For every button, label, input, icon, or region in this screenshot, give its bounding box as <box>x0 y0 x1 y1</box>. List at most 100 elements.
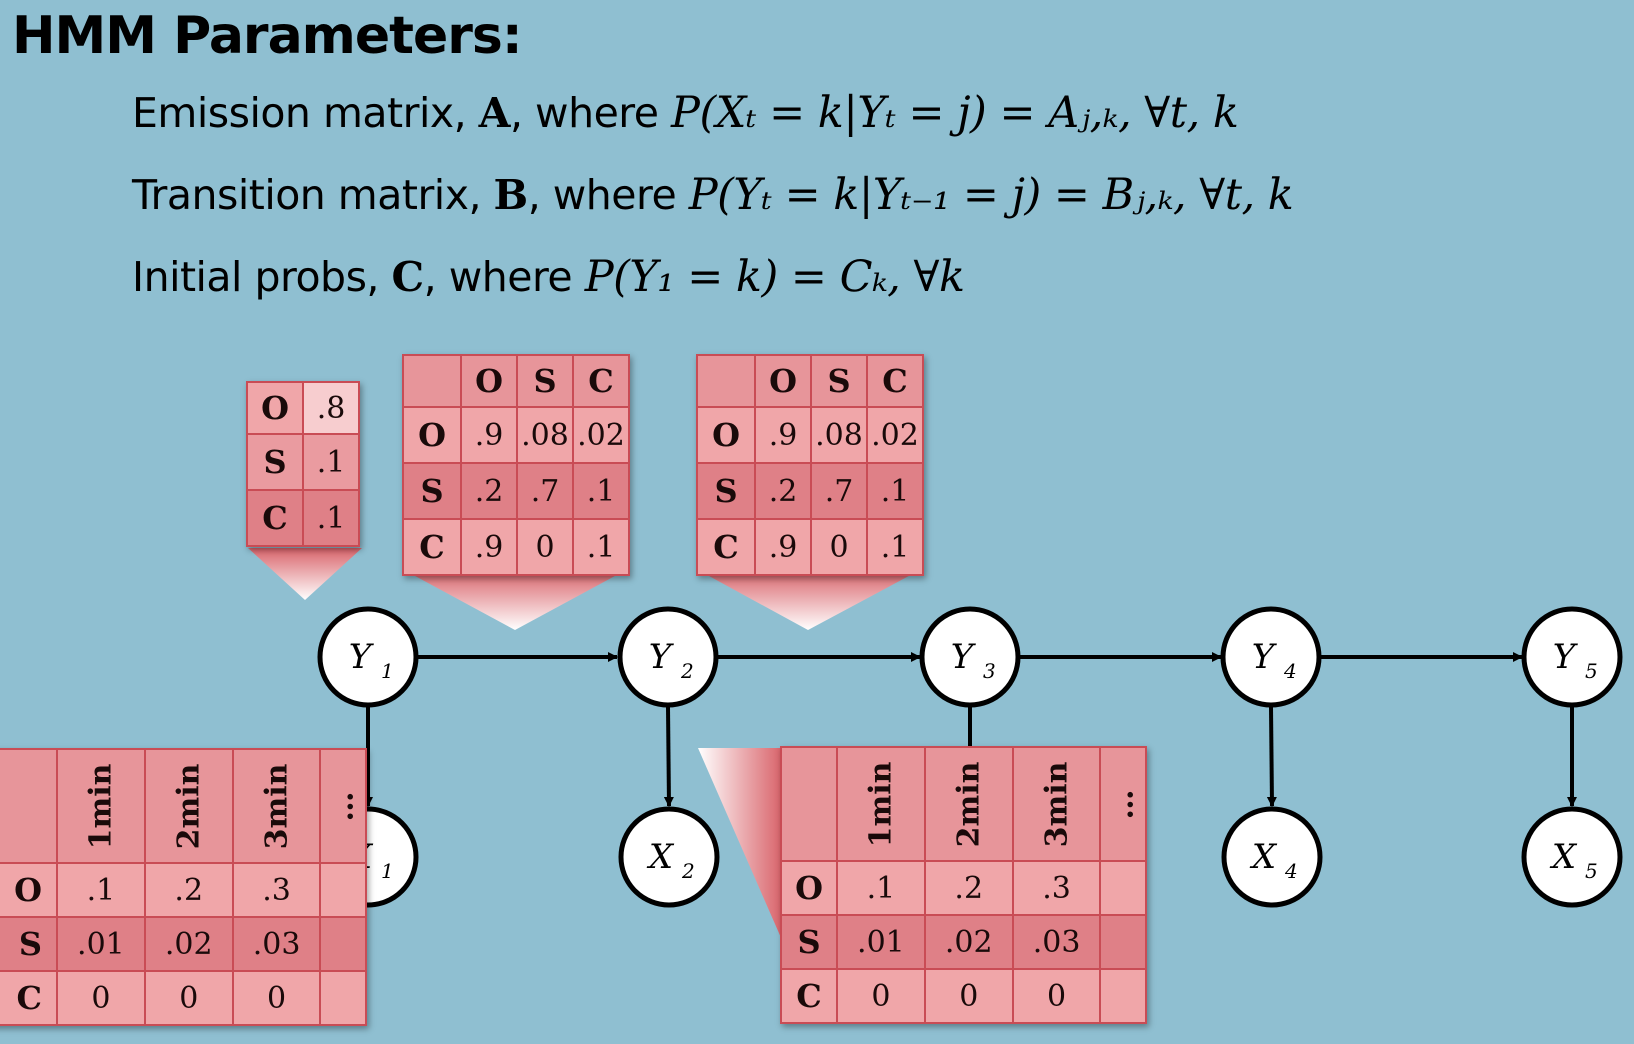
emission-cell: 0 <box>1011 968 1102 1024</box>
emission-corner-cell <box>780 746 838 862</box>
edge-y4-x4 <box>1266 706 1277 807</box>
transition-cell: .1 <box>572 518 630 576</box>
emission-col-header: 2min <box>143 748 234 864</box>
initial-cell: .1 <box>302 489 360 547</box>
node-x4-sub: 4 <box>1284 859 1298 883</box>
node-y4-sub: 4 <box>1283 659 1297 683</box>
emission-row-label: C <box>0 970 58 1026</box>
transition-cell: .1 <box>866 518 924 576</box>
transition-table-1: O S C O .9 .08 .02 S .2 .7 .1 C .9 0 .1 <box>402 354 630 576</box>
transition-cell: .1 <box>866 462 924 520</box>
transition-col-header: O <box>460 354 518 408</box>
emission-cell: .1 <box>836 860 926 916</box>
emission-symbol: A <box>478 89 511 137</box>
transition-row-label: C <box>402 518 462 576</box>
initial-mid: , where <box>423 253 585 301</box>
node-y1-label: Y <box>349 637 375 677</box>
emission-col-header: 3min <box>1011 746 1102 862</box>
emission-cell: .03 <box>1011 914 1102 970</box>
emission-cell: .2 <box>143 862 234 918</box>
transition-cell: .02 <box>866 406 924 464</box>
emission-cell: .2 <box>923 860 1014 916</box>
transition-cell: 0 <box>516 518 574 576</box>
node-y5: Y 5 <box>1521 606 1623 708</box>
emission-row-label: O <box>0 862 58 918</box>
transition-col-header: O <box>754 354 812 408</box>
emission-formula: P(Xₜ = k|Yₜ = j) = Aⱼ,ₖ, ∀t, k <box>671 88 1239 138</box>
transition-cell: .08 <box>810 406 868 464</box>
emission-mid: , where <box>509 89 672 137</box>
emission-cell: .02 <box>923 914 1014 970</box>
emission-prefix: Emission matrix, <box>132 89 479 137</box>
node-y3: Y 3 <box>919 606 1021 708</box>
node-y4: Y 4 <box>1220 606 1322 708</box>
transition-cell: .02 <box>572 406 630 464</box>
initial-row-label: C <box>246 489 304 547</box>
node-x2: X 2 <box>618 806 720 908</box>
emission-cell: 0 <box>923 968 1014 1024</box>
emission-cell: .03 <box>231 916 322 972</box>
initial-cell: .8 <box>302 381 360 435</box>
node-y1: Y 1 <box>317 606 419 708</box>
initial-row-label: O <box>246 381 304 435</box>
node-x4-label: X <box>1249 837 1278 877</box>
emission-cell: 0 <box>231 970 322 1026</box>
emission-col-header: … <box>1099 746 1148 862</box>
transition-cell: .9 <box>754 518 812 576</box>
transition-row-label: S <box>402 462 462 520</box>
transition-callout-1 <box>404 570 626 630</box>
emission-col-header: 1min <box>56 748 146 864</box>
transition-cell: .9 <box>754 406 812 464</box>
emission-cell <box>319 862 368 918</box>
emission-cell <box>319 916 368 972</box>
emission-cell: .3 <box>231 862 322 918</box>
transition-cell: .7 <box>516 462 574 520</box>
emission-cell <box>319 970 368 1026</box>
emission-row-label: S <box>780 914 838 970</box>
node-y4-label: Y <box>1252 637 1278 677</box>
node-y2: Y 2 <box>617 606 719 708</box>
node-y5-label: Y <box>1553 637 1579 677</box>
transition-row-label: S <box>696 462 756 520</box>
emission-cell <box>1099 914 1148 970</box>
emission-cell: 0 <box>143 970 234 1026</box>
emission-cell: .02 <box>143 916 234 972</box>
initial-prefix: Initial probs, <box>132 253 392 301</box>
emission-cell: .1 <box>56 862 146 918</box>
emission-cell <box>1099 860 1148 916</box>
node-x5-sub: 5 <box>1585 859 1598 883</box>
initial-probs-table: O .8 S .1 C .1 <box>246 381 360 547</box>
transition-col-header: C <box>866 354 924 408</box>
emission-cell: 0 <box>56 970 146 1026</box>
transition-cell: .1 <box>572 462 630 520</box>
emission-table-2: 1min 2min 3min … O .1 .2 .3 S .01 .02 .0… <box>780 746 1148 1024</box>
node-x5: X 5 <box>1521 806 1623 908</box>
emission-cell: .01 <box>56 916 146 972</box>
transition-corner-cell <box>402 354 462 408</box>
node-x2-label: X <box>646 837 675 877</box>
emission-cell: .01 <box>836 914 926 970</box>
transition-symbol: B <box>493 171 529 219</box>
initial-symbol: C <box>391 253 425 301</box>
node-y5-sub: 5 <box>1585 659 1598 683</box>
emission-corner-cell <box>0 748 58 864</box>
transition-prefix: Transition matrix, <box>132 171 494 219</box>
initial-cell: .1 <box>302 433 360 491</box>
emission-col-header: 3min <box>231 748 322 864</box>
transition-param-line: Transition matrix, B, where P(Yₜ = k|Yₜ₋… <box>132 170 1294 220</box>
emission-cell: 0 <box>836 968 926 1024</box>
initial-callout <box>248 548 362 600</box>
emission-param-line: Emission matrix, A, where P(Xₜ = k|Yₜ = … <box>132 88 1239 138</box>
emission-cell: .3 <box>1011 860 1102 916</box>
transition-row-label: O <box>402 406 462 464</box>
node-x2-sub: 2 <box>681 859 695 883</box>
node-y2-label: Y <box>649 637 675 677</box>
emission-row-label: S <box>0 916 58 972</box>
emission-col-header: … <box>319 748 368 864</box>
transition-cell: .2 <box>460 462 518 520</box>
transition-cell: .08 <box>516 406 574 464</box>
initial-formula: P(Y₁ = k) = Cₖ, ∀k <box>584 252 965 302</box>
transition-callout-2 <box>698 570 920 630</box>
edge-y2-x2 <box>663 706 674 807</box>
